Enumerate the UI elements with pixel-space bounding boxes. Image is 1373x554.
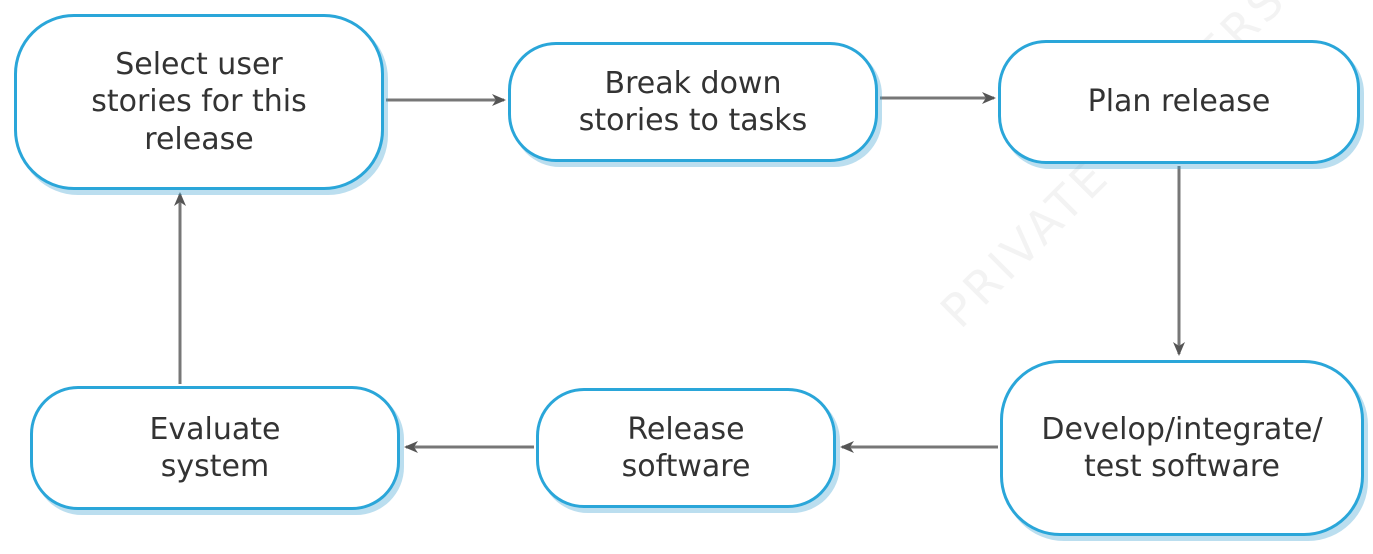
plan-release-node: Plan release	[998, 40, 1360, 164]
release-software-node: Release software	[536, 388, 836, 508]
evaluate-system-node: Evaluate system	[30, 386, 400, 510]
break-down-stories-node: Break down stories to tasks	[508, 42, 878, 162]
select-user-stories-node: Select user stories for this release	[14, 14, 384, 190]
develop-integrate-test-node: Develop/integrate/ test software	[1000, 360, 1364, 536]
